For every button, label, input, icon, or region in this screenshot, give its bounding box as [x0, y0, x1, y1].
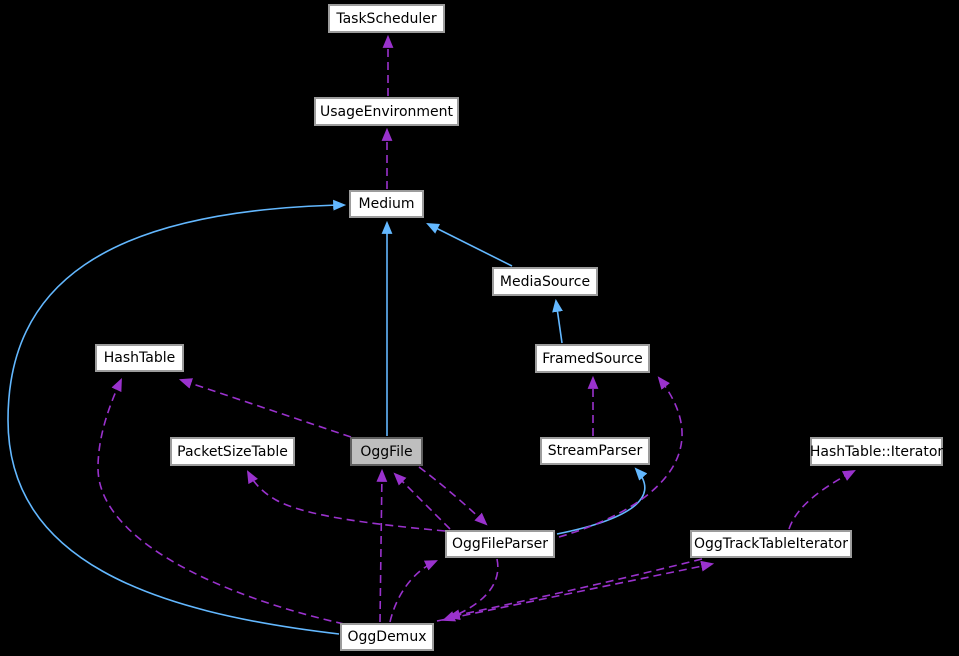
node-mediasource[interactable]: MediaSource — [492, 267, 598, 296]
edge-oggdemux-to-oggfile — [376, 468, 388, 623]
node-hashtable-iterator[interactable]: HashTable::Iterator — [810, 437, 943, 466]
edge-oggfileparser-to-framedsource — [558, 376, 683, 538]
edge-oggfile-to-oggfileparser — [418, 466, 488, 526]
edge-oggdemux-to-medium — [7, 199, 347, 635]
edge-oggfileparser-to-streamparser — [556, 467, 648, 535]
node-oggdemux[interactable]: OggDemux — [340, 623, 434, 651]
edge-oggfileparser-to-packetsizetable — [246, 470, 446, 532]
edge-oggtracktableiterator-to-hashtableiterator — [788, 469, 856, 530]
node-framedsource[interactable]: FramedSource — [535, 344, 650, 373]
node-oggtracktableiterator[interactable]: OggTrackTableIterator — [690, 530, 852, 558]
node-medium[interactable]: Medium — [349, 190, 424, 218]
node-oggfileparser[interactable]: OggFileParser — [445, 530, 555, 558]
edge-mediasource-to-medium — [426, 223, 513, 267]
edge-oggdemux-to-oggtracktableiterator — [436, 560, 715, 622]
node-oggfile-focus: OggFile — [350, 437, 423, 466]
edge-oggdemux-to-oggfileparser — [389, 560, 438, 623]
edge-oggdemux-to-hashtable — [97, 378, 345, 625]
node-usageenvironment[interactable]: UsageEnvironment — [314, 97, 459, 126]
node-packetsizetable[interactable]: PacketSizeTable — [170, 437, 295, 466]
node-streamparser[interactable]: StreamParser — [540, 437, 650, 465]
node-taskscheduler[interactable]: TaskScheduler — [328, 4, 445, 33]
edge-framedsource-to-mediasource — [552, 298, 563, 344]
node-hashtable[interactable]: HashTable — [95, 344, 184, 372]
edge-oggfile-to-hashtable — [178, 378, 352, 438]
edge-oggtracktableiterator-to-oggdemux — [446, 558, 703, 621]
edge-oggfileparser-to-oggfile — [393, 472, 451, 530]
